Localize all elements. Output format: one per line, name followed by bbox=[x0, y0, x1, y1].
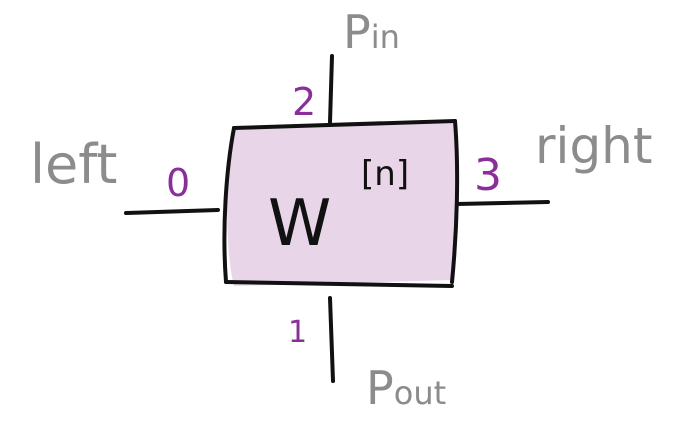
tensor-superscript: [n] bbox=[361, 154, 409, 194]
leg-left-index: 0 bbox=[166, 161, 190, 205]
leg-top-label-main: P bbox=[343, 5, 371, 59]
leg-bottom-label: Pout bbox=[366, 361, 446, 415]
leg-bottom bbox=[328, 296, 335, 383]
leg-top-label-sub: in bbox=[371, 18, 400, 56]
tensor-symbol: W bbox=[268, 187, 331, 261]
tensor-box bbox=[227, 121, 457, 286]
leg-top-index: 2 bbox=[292, 80, 316, 124]
leg-right bbox=[455, 200, 550, 206]
leg-left-label: left bbox=[30, 133, 117, 196]
leg-bottom-label-sub: out bbox=[394, 374, 446, 412]
leg-top-label: Pin bbox=[343, 5, 400, 59]
tensor-box-outline-left bbox=[222, 126, 236, 284]
tensor-box-outline-right bbox=[450, 119, 460, 284]
leg-top bbox=[328, 54, 334, 124]
tensor-box-outline-bottom bbox=[224, 280, 454, 288]
leg-left bbox=[124, 208, 220, 215]
tensor-box-outline-top bbox=[232, 119, 457, 130]
leg-bottom-label-main: P bbox=[366, 361, 394, 415]
leg-right-label: right bbox=[535, 117, 652, 175]
leg-right-index: 3 bbox=[474, 150, 502, 201]
leg-bottom-index: 1 bbox=[288, 315, 307, 350]
